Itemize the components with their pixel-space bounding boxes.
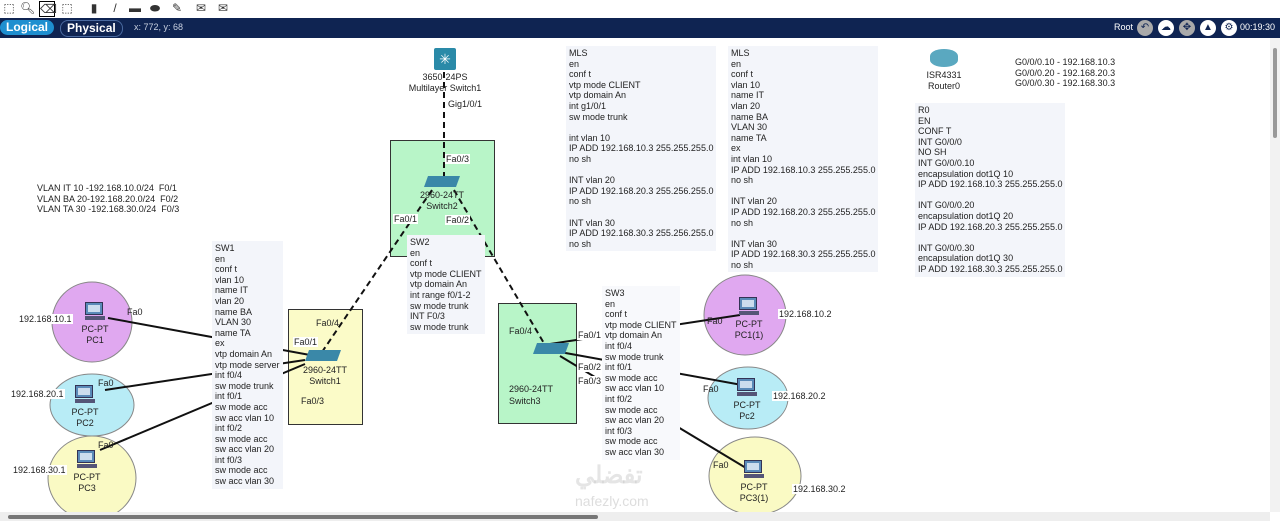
pc-type: PC-PT [71,407,99,417]
port-label: Fa0/3 [577,376,603,386]
sw2-model: 2960-24TT [419,190,465,200]
pc-type: PC-PT [73,472,101,482]
pc-type: PC-PT [735,319,763,329]
pc-ip: 192.168.10.2 [778,309,833,319]
pc-name: PC2 [76,418,94,428]
pc-name: PC3 [78,483,96,493]
background-icon[interactable]: ▲ [1200,20,1216,36]
zoom-icon[interactable]: 🔍︎ [20,1,36,15]
router-name: Router0 [927,81,961,91]
port-label: Fa0/4 [509,326,533,336]
move-icon[interactable]: ✥ [1179,20,1195,36]
pc1-1-area [703,274,787,356]
mls-name: Multilayer Switch1 [408,83,482,93]
pc-name: PC3(1) [739,493,769,503]
subinterface-note[interactable]: G0/0/0.10 - 192.168.10.3 G0/0/0.20 - 192… [1012,55,1119,91]
pc-icon[interactable] [739,297,759,315]
router-config-note[interactable]: R0 EN CONF T INT G0/0/0 NO SH INT G0/0/0… [915,103,1066,277]
rectangle-icon[interactable]: ▬ [129,1,141,15]
port-label: Fa0 [98,378,114,388]
cluster-icon[interactable]: ☁ [1158,20,1174,36]
toolbar: ⬚ 🔍︎ ⌫ ⬚ ▮ / ▬ ⬬ ✎ ✉ ✉ [0,0,1280,18]
sw1-model: 2960-24TT [302,365,348,375]
mls-model: 3650-24PS [422,72,468,82]
port-label: Fa0 [703,384,719,394]
mls-config-note-1[interactable]: MLS en conf t vtp mode CLIENT vtp domain… [566,46,717,252]
sw1-config-note[interactable]: SW1 en conf t vlan 10 name IT vlan 20 na… [212,241,283,489]
router-icon[interactable] [930,49,958,67]
horizontal-scrollbar[interactable] [0,512,1270,521]
ellipse-icon[interactable]: ⬬ [149,1,161,15]
port-label: Fa0/1 [577,330,603,340]
pc-icon[interactable] [744,460,764,478]
switch1-icon[interactable] [304,350,342,361]
back-icon[interactable]: ↶ [1137,20,1153,36]
pc-ip: 192.168.30.2 [792,484,847,494]
pc-type: PC-PT [81,324,109,334]
viewport-icon[interactable]: ⚙ [1221,20,1237,36]
watermark-text: nafezly.com [575,493,649,509]
pc-name: PC1(1) [734,330,764,340]
freeform-icon[interactable]: ✎ [171,1,183,15]
select-icon[interactable]: ⬚ [3,1,15,15]
port-label: Fa0 [127,307,143,317]
port-label: Fa0/4 [316,318,340,328]
scrollbar-thumb[interactable] [1273,48,1277,138]
mls-config-note-2[interactable]: MLS en conf t vlan 10 name IT vlan 20 na… [728,46,879,273]
pc-name: PC1 [86,335,104,345]
switch2-icon[interactable] [423,176,461,187]
pc-name: Pc2 [739,411,755,421]
tab-logical[interactable]: Logical [0,20,55,35]
switch3-icon[interactable] [532,343,570,354]
delete-icon[interactable]: ⌫ [39,1,57,17]
resize-icon[interactable]: ⬚ [61,1,73,15]
sw3-config-note[interactable]: SW3 en conf t vtp mode CLIENT vtp domain… [602,286,680,460]
simple-pdu-icon[interactable]: ✉ [195,1,207,15]
sw2-config-note[interactable]: SW2 en conf t vtp mode CLIENT vtp domain… [407,235,485,335]
pc-type: PC-PT [740,482,768,492]
router-model: ISR4331 [926,70,962,80]
port-label: Fa0/3 [445,154,471,164]
watermark-logo: تفضلي [575,462,643,489]
workspace-bar: Logical Physical x: 772, y: 68 Root ↶ ☁ … [0,18,1280,38]
tab-physical[interactable]: Physical [60,20,123,37]
pc-ip: 192.168.20.1 [10,389,65,399]
port-label: Fa0/1 [293,337,319,347]
complex-pdu-icon[interactable]: ✉ [217,1,229,15]
sw2-name: Switch2 [426,201,458,211]
vertical-scrollbar[interactable] [1270,38,1280,512]
sw3-name: Switch3 [509,396,541,406]
line-icon[interactable]: / [113,1,117,15]
pc-ip: 192.168.30.1 [12,465,67,475]
pc-icon[interactable] [85,302,105,320]
sw3-model: 2960-24TT [509,384,554,394]
sw1-area [288,309,363,425]
pc-icon[interactable] [75,385,95,403]
pc-icon[interactable] [77,450,97,468]
port-label: Fa0 [713,460,729,470]
multilayer-switch-icon[interactable]: ✳ [434,48,456,70]
port-label: Fa0 [707,316,723,326]
vlan-summary-note[interactable]: VLAN IT 10 -192.168.10.0/24 F0/1 VLAN BA… [34,181,183,217]
port-label: Gig1/0/1 [447,99,484,109]
sw1-name: Switch1 [309,376,341,386]
pc-type: PC-PT [733,400,761,410]
port-label: Fa0/1 [393,214,419,224]
note-icon[interactable]: ▮ [90,1,98,15]
scrollbar-thumb[interactable] [8,515,598,519]
port-label: Fa0/2 [577,362,603,372]
cursor-coordinates: x: 772, y: 68 [134,22,184,32]
pc-ip: 192.168.20.2 [772,391,827,401]
root-label[interactable]: Root [1114,22,1134,32]
pc-ip: 192.168.10.1 [18,314,73,324]
pc-icon[interactable] [737,378,757,396]
port-label: Fa0 [98,440,114,450]
sw3-area [498,303,577,424]
clock: 00:19:30 [1240,22,1276,32]
port-label: Fa0/3 [301,396,325,406]
port-label: Fa0/2 [445,215,471,225]
